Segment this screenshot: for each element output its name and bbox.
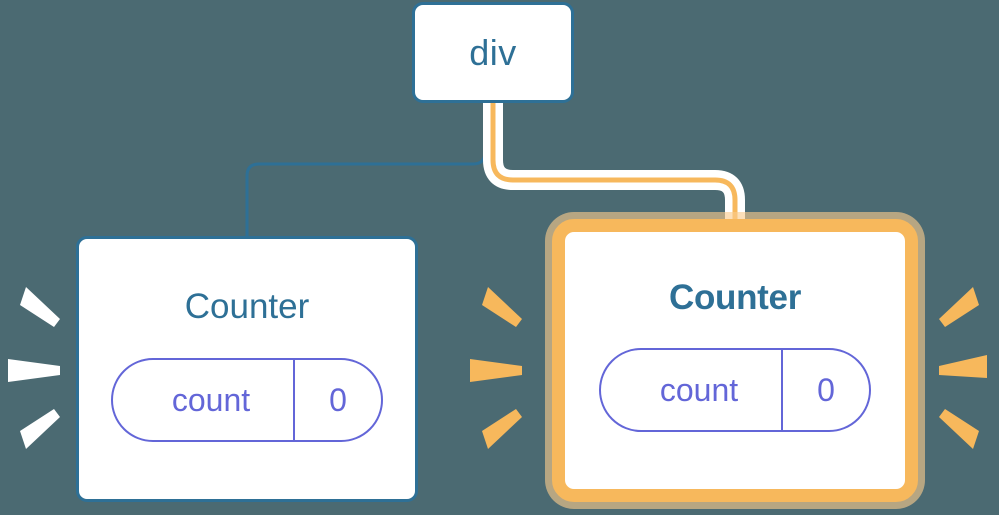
spark-burst-orange-middle bbox=[470, 287, 522, 449]
state-value-label: 0 bbox=[293, 360, 381, 440]
state-key-label: count bbox=[659, 372, 739, 408]
spark-ray-icon bbox=[470, 359, 522, 382]
state-key-label: count bbox=[171, 382, 251, 418]
spark-ray-icon bbox=[20, 409, 60, 449]
edge-div-to-counter-right bbox=[490, 103, 738, 232]
node-counter-left[interactable]: Counter count 0 bbox=[76, 236, 418, 502]
spark-burst-orange-right bbox=[939, 287, 987, 449]
spark-burst-white-left bbox=[8, 287, 60, 449]
node-counter-left-title: Counter bbox=[184, 287, 310, 326]
spark-ray-icon bbox=[482, 409, 522, 449]
node-div[interactable]: div bbox=[412, 2, 574, 103]
spark-ray-icon bbox=[939, 287, 979, 327]
spark-ray-icon bbox=[482, 287, 522, 327]
state-pill-left: count 0 bbox=[111, 358, 383, 442]
spark-ray-icon bbox=[20, 287, 60, 327]
edge-div-to-counter-left bbox=[245, 101, 487, 238]
node-counter-right[interactable]: Counter count 0 bbox=[552, 219, 918, 502]
spark-ray-icon bbox=[939, 355, 987, 378]
state-pill-right: count 0 bbox=[599, 348, 871, 432]
node-div-label: div bbox=[469, 31, 517, 73]
spark-ray-icon bbox=[939, 409, 979, 449]
state-value-label: 0 bbox=[781, 350, 869, 430]
node-counter-right-title: Counter bbox=[668, 278, 802, 317]
edge-div-to-counter-right-casing bbox=[483, 103, 745, 232]
spark-ray-icon bbox=[8, 359, 60, 382]
